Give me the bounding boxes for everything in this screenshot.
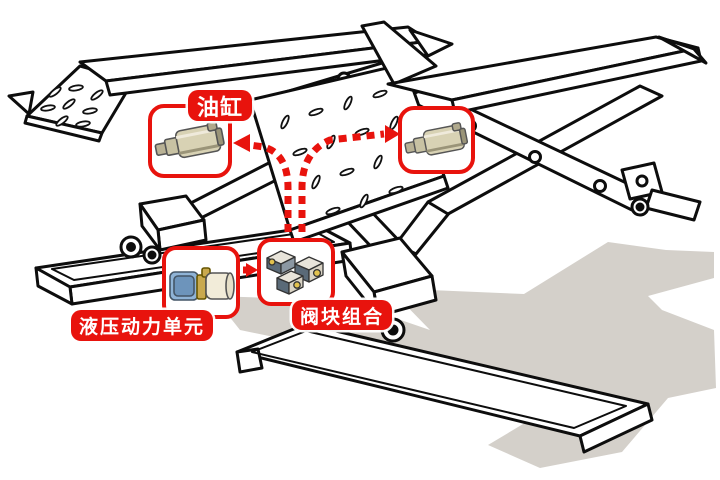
left-carriage — [119, 146, 314, 265]
label-oil-cylinder: 油缸 — [188, 90, 252, 121]
left-runway — [7, 25, 454, 143]
oil-cylinder-part-icon — [154, 121, 225, 159]
power-unit-part-icon — [169, 267, 235, 301]
valve-block-part-icon — [266, 250, 324, 295]
flow-arrowheads — [233, 125, 400, 277]
right-runway — [360, 20, 708, 115]
base-rail-right — [235, 322, 654, 454]
arrow-valve-to-right-cylinder — [298, 130, 385, 246]
callout-box-power-unit — [162, 246, 240, 319]
label-valve-block-assembly: 阀块组合 — [292, 300, 392, 330]
callout-box-oil-cylinder-right — [398, 106, 475, 174]
callout-box-valve-block — [257, 238, 335, 306]
oil-cylinder-part-icon — [404, 122, 469, 156]
arrow-valve-to-left-cylinder — [241, 140, 292, 246]
label-hydraulic-power-unit: 液压动力单元 — [71, 310, 213, 341]
